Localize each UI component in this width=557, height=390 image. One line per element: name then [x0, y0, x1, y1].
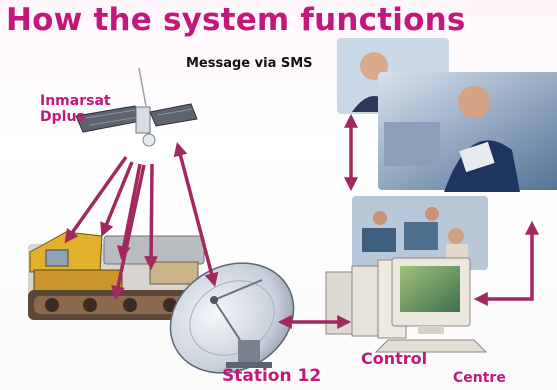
satellite-image — [75, 67, 198, 147]
arrow-satellite-to-vehicle-5 — [144, 163, 159, 271]
arrow-satellite-to-vehicle-2 — [100, 161, 134, 237]
satellite-label-line2: Dplus — [40, 109, 85, 125]
arrow-satellite-to-vehicle-1 — [64, 155, 128, 244]
arrow-satellite-to-vehicle-4 — [111, 164, 146, 301]
arrow-satellite-to-vehicle-3 — [117, 163, 142, 261]
control-label: Control — [361, 349, 428, 368]
computers-image — [325, 257, 488, 353]
connection-arrows — [64, 113, 539, 329]
control-centre-office-image — [337, 38, 557, 270]
slide-title: How the system functions — [6, 2, 466, 38]
arrow-satellite-station — [173, 141, 219, 288]
centre-label: Centre — [453, 370, 506, 386]
satellite-label: Inmarsat Dplus — [40, 93, 111, 125]
satellite-label-line1: Inmarsat — [40, 93, 111, 109]
sms-message-label: Message via SMS — [186, 56, 313, 71]
station-label: Station 12 — [222, 366, 322, 386]
ground-station-dish-image — [169, 262, 295, 374]
arrow-control-office — [473, 220, 539, 306]
